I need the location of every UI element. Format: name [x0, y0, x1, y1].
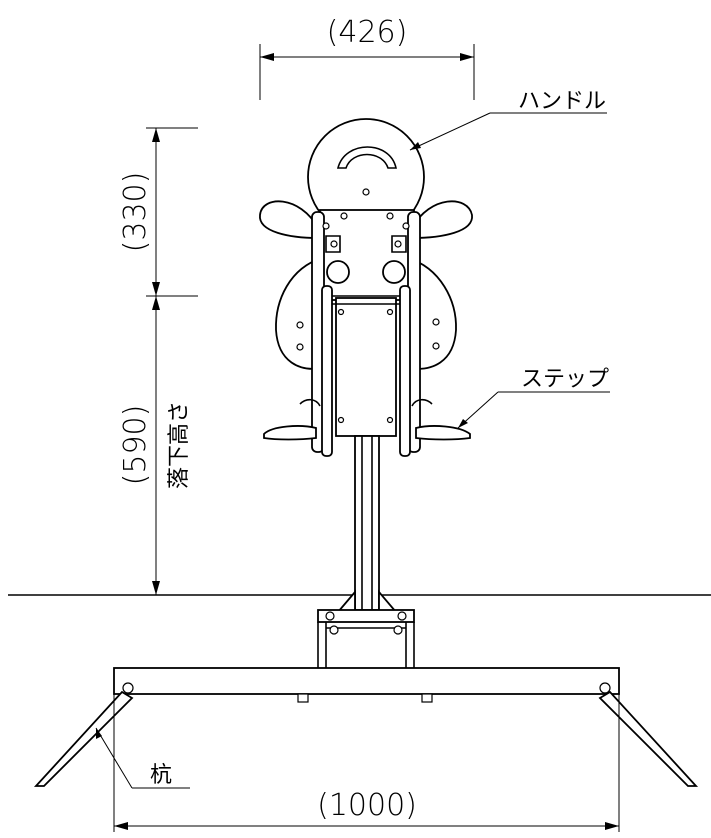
dimension-fall-height-text: (590) [118, 405, 153, 486]
dimension-base-width: (1000) [113, 694, 620, 832]
fall-height-label: 落下高さ [167, 401, 192, 489]
callout-step: ステップ [457, 367, 610, 429]
rider-body [259, 118, 473, 457]
dimension-width-top-text: (426) [327, 15, 408, 50]
callout-stake-text: 杭 [150, 763, 172, 788]
dimension-width-top: (426) [259, 15, 475, 100]
callout-step-text: ステップ [521, 367, 609, 392]
callout-handle: ハンドル [409, 89, 607, 151]
stakes [33, 690, 699, 787]
base-bracket [317, 609, 415, 668]
base-bolts [122, 682, 611, 703]
callout-stake: 杭 [95, 727, 190, 789]
base-beam [113, 667, 620, 695]
callout-handle-text: ハンドル [518, 89, 606, 114]
steps [263, 398, 471, 441]
post [336, 435, 398, 613]
dimension-vertical: (330) (590) 落下高さ [118, 127, 198, 595]
dimension-handle-height-text: (330) [118, 172, 153, 253]
dimension-base-width-text: (1000) [317, 788, 417, 823]
